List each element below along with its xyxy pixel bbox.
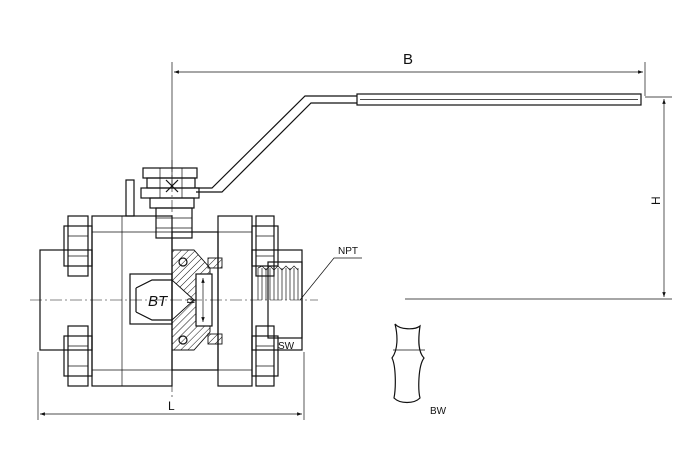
- dimension-b: B: [171, 51, 646, 185]
- npt-callout: NPT: [299, 246, 362, 301]
- bolts: [63, 215, 279, 387]
- dimension-h-label: H: [649, 196, 663, 205]
- dimension-h: H: [405, 96, 672, 300]
- brand-logo: BT: [148, 293, 169, 310]
- sw-label: SW: [278, 341, 295, 352]
- bw-label: BW: [430, 406, 447, 417]
- bore-d-label: d: [184, 298, 195, 304]
- npt-thread: [257, 265, 299, 300]
- dimension-b-label: B: [403, 51, 413, 68]
- bolt-bottom-right: [251, 325, 279, 387]
- bolt-top-right: [251, 215, 279, 277]
- valve-body: BT: [39, 215, 303, 387]
- bolt-top-left: [63, 215, 93, 277]
- bw-end-profile: BW: [391, 323, 447, 417]
- ball-section: d: [171, 249, 223, 351]
- dimension-l-label: L: [168, 399, 175, 413]
- bolt-bottom-left: [63, 325, 93, 387]
- npt-label: NPT: [338, 246, 358, 257]
- stem-assembly: [125, 167, 200, 239]
- handle-lever: [196, 93, 642, 193]
- dimension-l: L: [37, 352, 305, 420]
